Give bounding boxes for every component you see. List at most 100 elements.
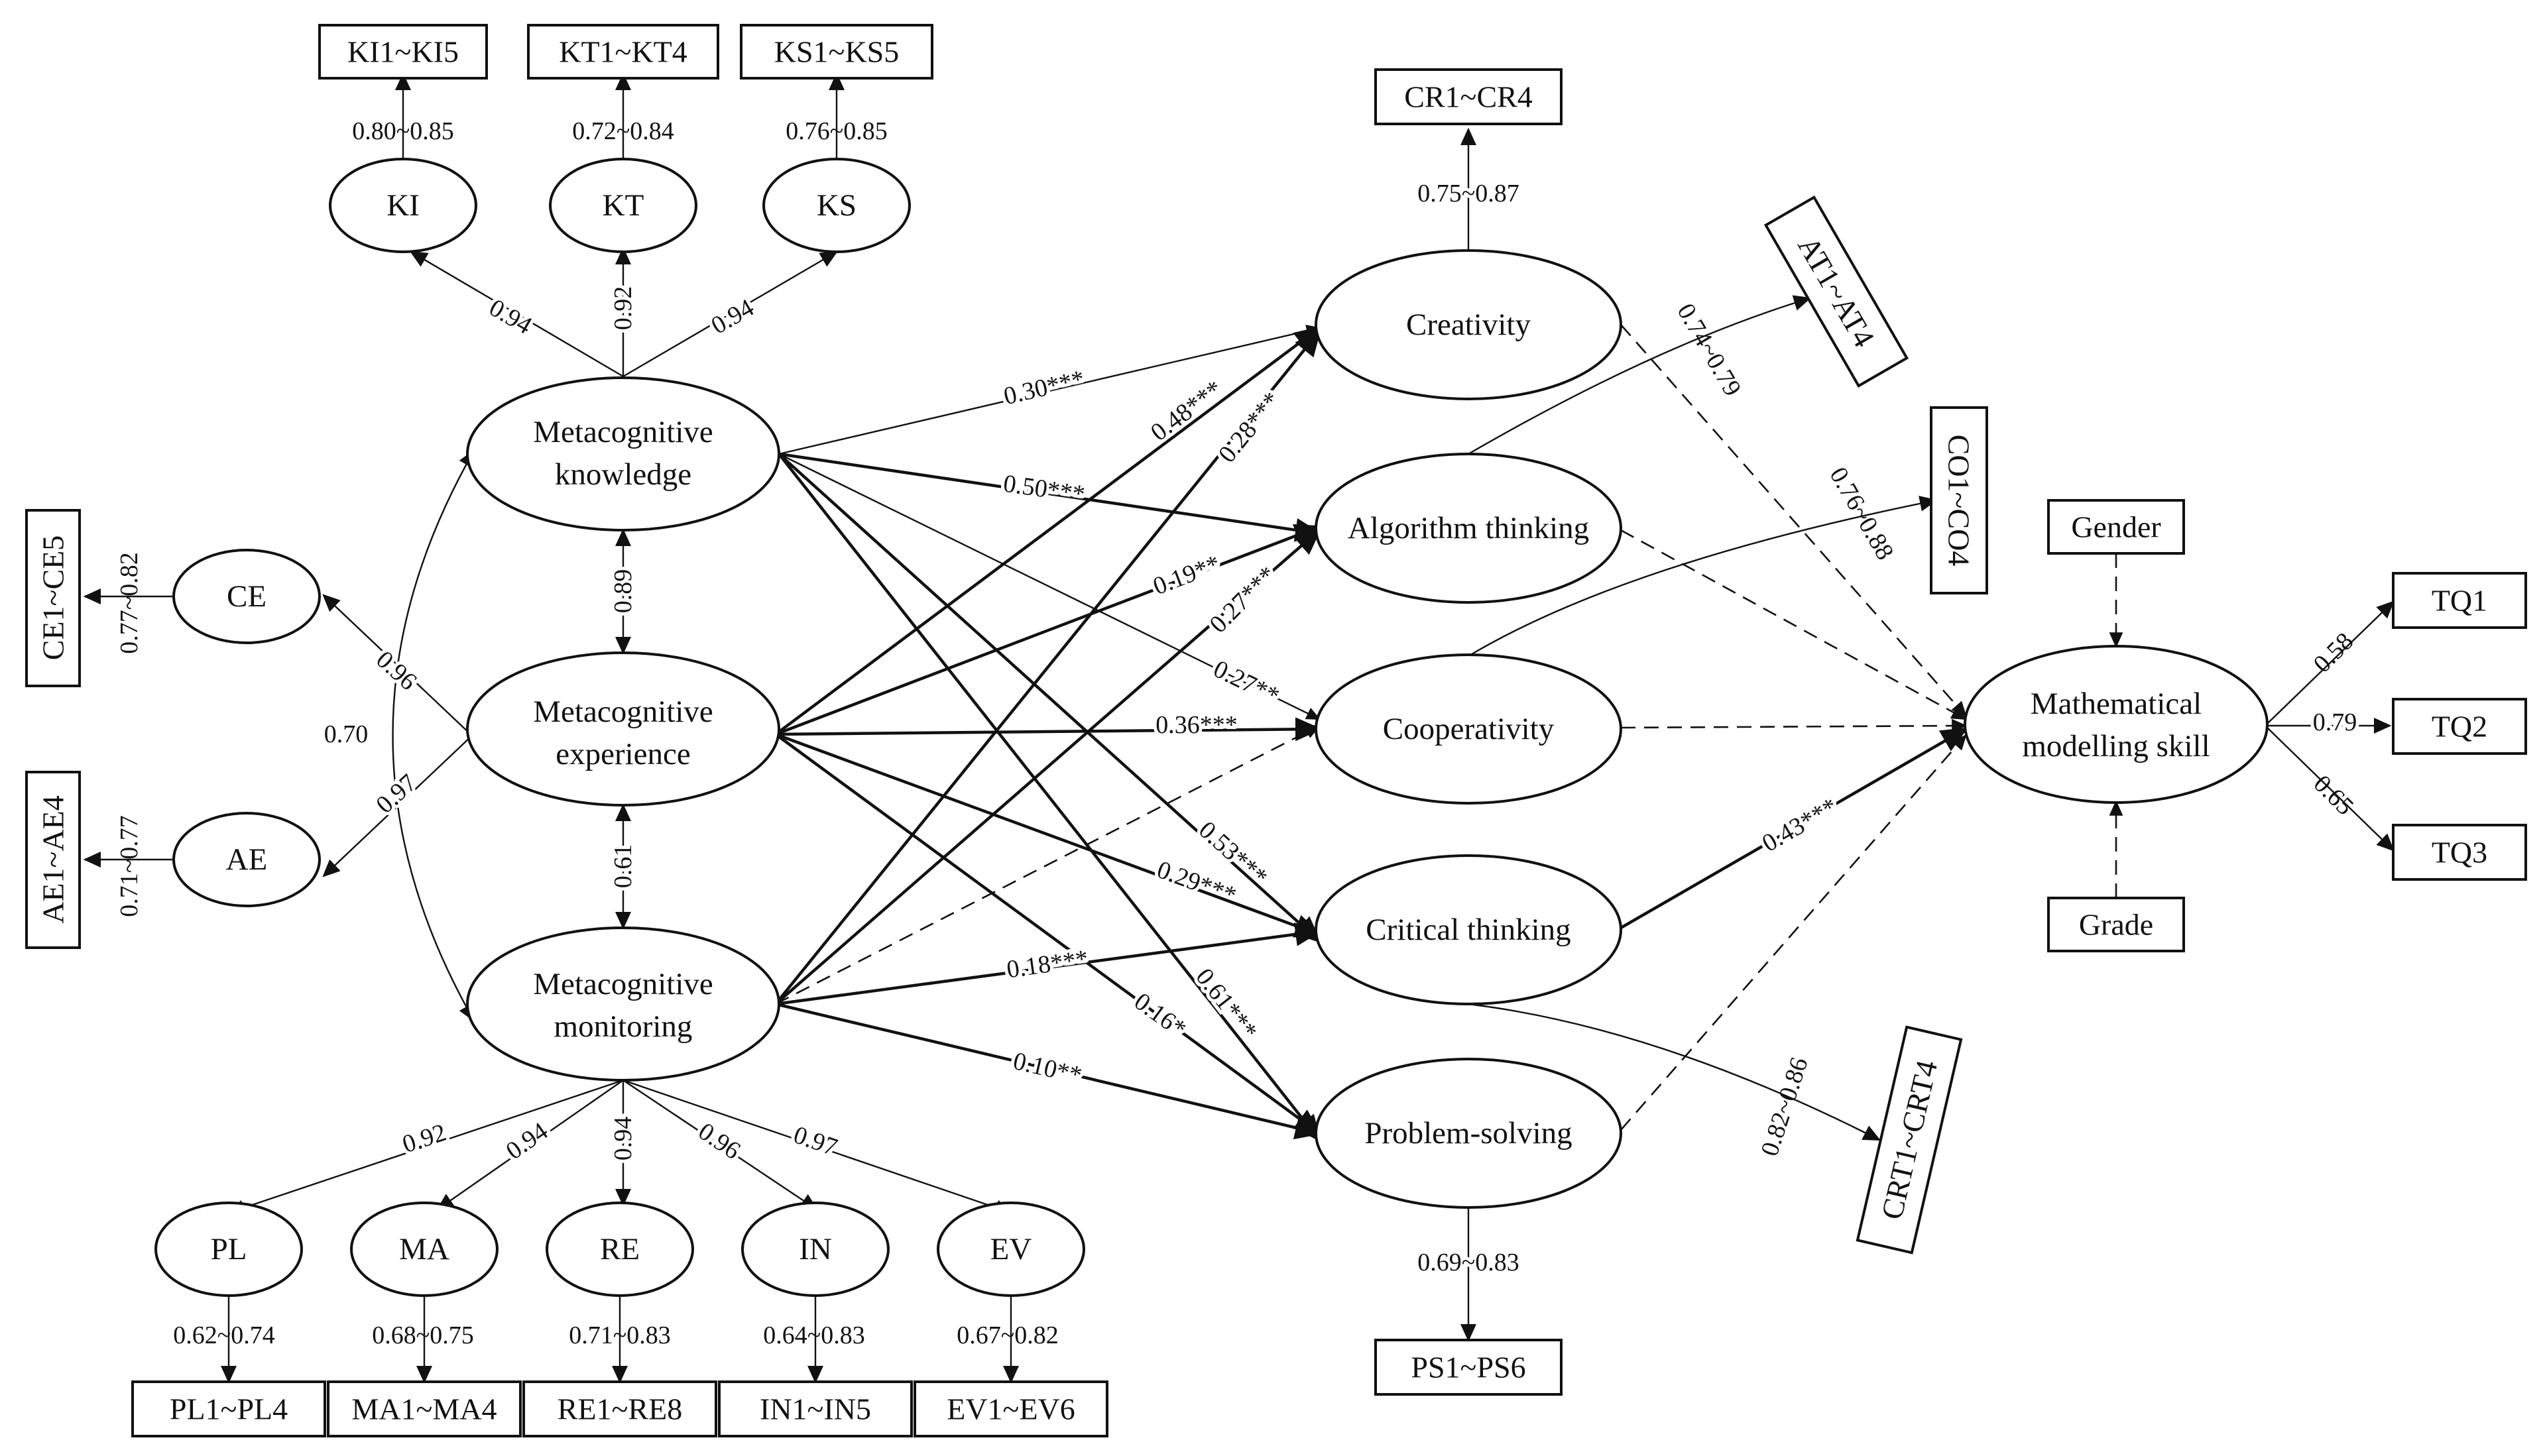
edge-mm-ev (622, 1079, 1013, 1215)
node-ce: CE (172, 549, 321, 644)
path-mk-critical (778, 453, 1322, 944)
node-problem-solving: Problem-solving (1315, 1058, 1622, 1209)
coef-mk-problem: 0.61*** (1190, 963, 1262, 1044)
node-ma: MA (350, 1202, 499, 1297)
node-pl: PL (154, 1202, 303, 1297)
node-kt: KT (549, 158, 697, 253)
edge-algorithm-at (1468, 295, 1812, 455)
coef-mk-creativity: 0.30*** (1001, 365, 1087, 411)
corr-label-me-mm: 0.61 (609, 844, 637, 889)
factor-loading-mm-pl: 0.92 (399, 1119, 449, 1158)
loading-ce: 0.77~0.82 (115, 552, 143, 654)
coef-critical-mms: 0.43*** (1757, 793, 1842, 858)
box-ce: CE1~CE5 (25, 509, 81, 687)
factor-loading-mm-re: 0.94 (609, 1117, 637, 1161)
svg-text:Problem-solving: Problem-solving (1364, 1116, 1572, 1150)
svg-text:Cooperativity: Cooperativity (1383, 712, 1555, 746)
edge-mk-ks (622, 251, 839, 378)
path-me-problem (774, 733, 1322, 1135)
box-kt: KT1~KT4 (527, 24, 719, 80)
loading-cr: 0.75~0.87 (1417, 180, 1519, 207)
svg-text:MA1~MA4: MA1~MA4 (351, 1392, 497, 1426)
svg-text:Metacognitive: Metacognitive (533, 415, 713, 449)
node-ae: AE (172, 812, 321, 907)
factor-loading-mk-kt: 0.92 (609, 286, 637, 331)
svg-text:Critical thinking: Critical thinking (1366, 913, 1570, 947)
svg-text:Mathematical: Mathematical (2031, 687, 2202, 721)
box-in: IN1~IN5 (718, 1380, 913, 1437)
path-me-cooperativity (775, 717, 1323, 742)
path-problem-mms (1620, 734, 1967, 1131)
path-critical-mms (1620, 727, 1968, 929)
svg-text:CO1~CO4: CO1~CO4 (1942, 435, 1976, 567)
node-mathematical-modelling-skill: Mathematical modelling skill (1964, 645, 2269, 804)
path-mk-cooperativity (778, 453, 1321, 720)
path-me-creativity (774, 326, 1322, 736)
svg-text:MA: MA (399, 1232, 449, 1266)
svg-text:PS1~PS6: PS1~PS6 (1411, 1351, 1525, 1384)
svg-text:Algorithm thinking: Algorithm thinking (1348, 511, 1589, 545)
node-ki: KI (329, 158, 477, 253)
box-tq2: TQ2 (2392, 698, 2527, 755)
path-mm-problem (775, 1002, 1323, 1140)
svg-text:TQ1: TQ1 (2432, 584, 2487, 618)
loading-tq2: 0.79 (2313, 708, 2357, 736)
coef-me-algorithm: 0.19** (1150, 550, 1224, 601)
svg-text:Metacognitive: Metacognitive (533, 695, 713, 729)
svg-text:CE1~CE5: CE1~CE5 (36, 535, 70, 660)
loading-co: 0.76~0.88 (1824, 463, 1899, 565)
box-pl: PL1~PL4 (131, 1380, 326, 1437)
node-metacognitive-experience: Metacognitive experience (466, 651, 780, 807)
edge-mm-pl (227, 1079, 624, 1215)
svg-text:modelling skill: modelling skill (2022, 729, 2210, 763)
loading-at: 0.74~0.79 (1671, 299, 1746, 401)
svg-text:PL1~PL4: PL1~PL4 (170, 1392, 288, 1426)
node-in: IN (741, 1202, 890, 1297)
box-ps: PS1~PS6 (1374, 1339, 1563, 1396)
svg-text:AE: AE (226, 842, 268, 877)
factor-loading-mm-in: 0.96 (693, 1117, 746, 1165)
svg-text:monitoring: monitoring (554, 1009, 693, 1044)
node-metacognitive-knowledge: Metacognitive knowledge (466, 376, 780, 532)
edge-mk-ki (409, 251, 624, 378)
svg-text:PL: PL (211, 1232, 247, 1266)
coef-me-cooperativity: 0.36*** (1155, 711, 1238, 739)
coef-mm-problem: 0.10** (1010, 1047, 1084, 1090)
svg-text:TQ2: TQ2 (2432, 710, 2487, 744)
path-creativity-mms (1620, 324, 1967, 717)
edge-mm-ma (436, 1080, 624, 1211)
svg-text:KS: KS (817, 188, 857, 223)
node-ks: KS (762, 158, 911, 253)
svg-text:CE: CE (227, 579, 266, 614)
coef-me-creativity: 0.48*** (1146, 375, 1228, 447)
coef-me-problem: 0.16* (1129, 987, 1191, 1043)
loading-tq3: 0.65 (2308, 770, 2359, 821)
svg-text:knowledge: knowledge (555, 457, 691, 492)
factor-loading-mm-ma: 0.94 (501, 1117, 554, 1166)
box-ev: EV1~EV6 (914, 1380, 1108, 1437)
svg-text:RE: RE (600, 1232, 640, 1266)
loading-ev: 0.67~0.82 (957, 1321, 1059, 1349)
coef-mm-critical: 0.18*** (1005, 945, 1090, 984)
svg-text:KI1~KI5: KI1~KI5 (347, 35, 459, 69)
svg-text:TQ3: TQ3 (2432, 836, 2487, 869)
loading-ki: 0.80~0.85 (352, 117, 454, 145)
box-grade: Grade (2047, 897, 2185, 952)
box-cr: CR1~CR4 (1374, 68, 1563, 125)
svg-text:Gender: Gender (2071, 510, 2160, 544)
svg-text:Metacognitive: Metacognitive (533, 967, 713, 1001)
svg-text:AE1~AE4: AE1~AE4 (36, 795, 70, 924)
svg-text:Grade: Grade (2079, 908, 2153, 942)
loading-tq1: 0.58 (2308, 628, 2359, 679)
loading-in: 0.64~0.83 (763, 1321, 865, 1349)
path-mm-creativity (774, 329, 1321, 1005)
svg-text:EV1~EV6: EV1~EV6 (947, 1392, 1075, 1426)
loading-re: 0.71~0.83 (569, 1321, 671, 1349)
edge-mms-tq1 (2267, 600, 2395, 724)
factor-loading-mm-ev: 0.97 (790, 1121, 841, 1161)
corr-label-mk-mm: 0.70 (324, 720, 369, 748)
factor-loading-me-ce: 0.96 (371, 645, 422, 696)
box-ki: KI1~KI5 (318, 24, 488, 80)
box-ae: AE1~AE4 (25, 771, 81, 949)
path-mm-critical (775, 922, 1323, 1006)
